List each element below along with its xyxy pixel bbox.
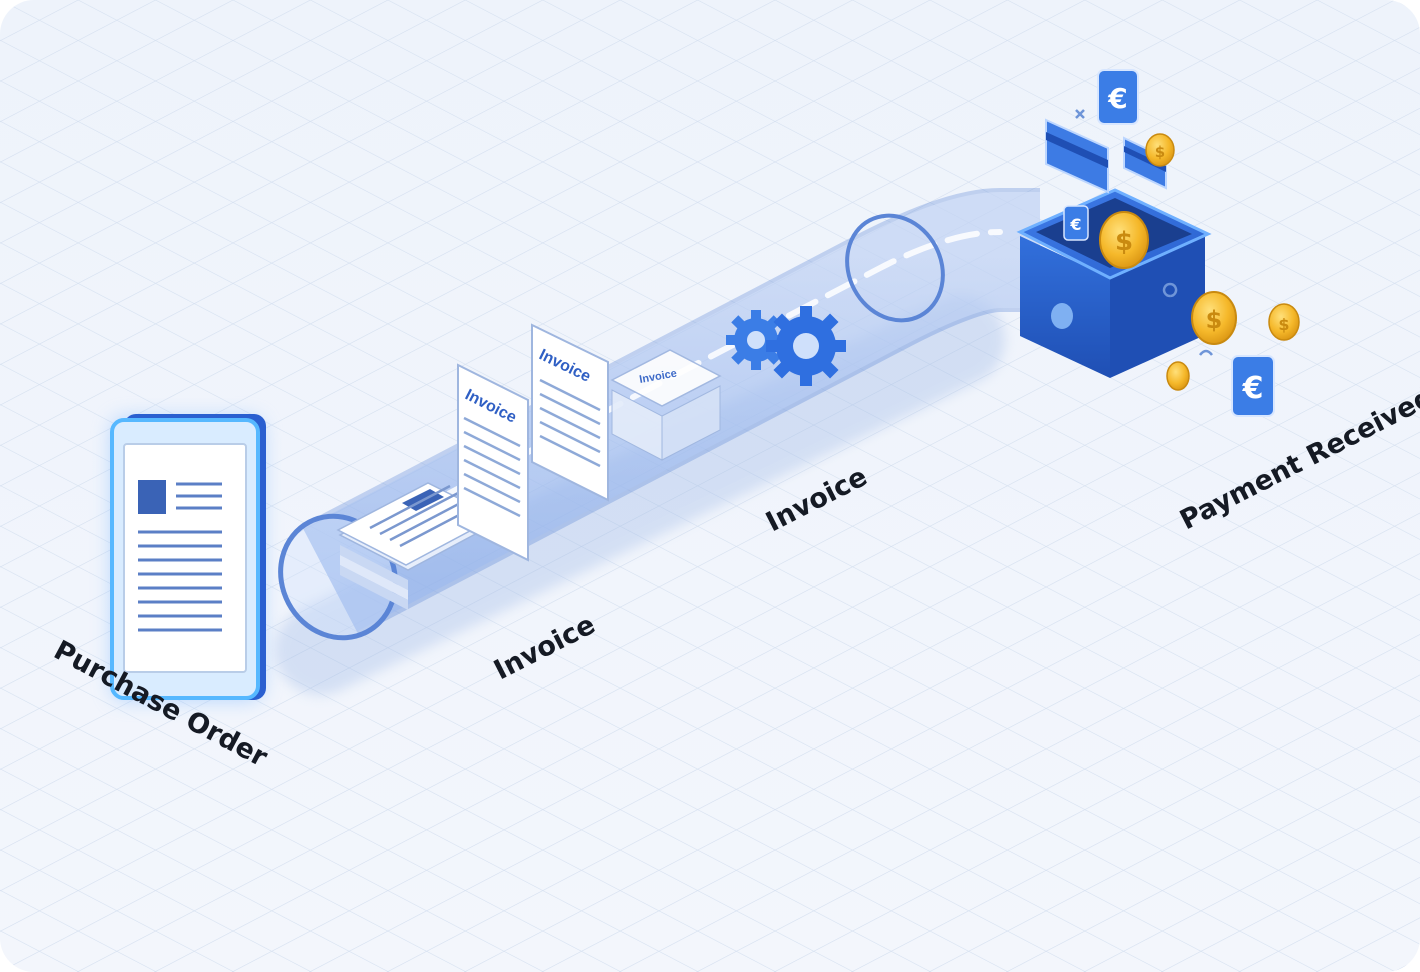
coin-icon: [1166, 361, 1190, 391]
svg-text:€: €: [1069, 215, 1081, 234]
euro-badge-icon: €: [1097, 69, 1139, 125]
wallet-clasp: [1051, 303, 1073, 329]
coin-icon: $: [1145, 133, 1175, 167]
gear-icon: [766, 306, 846, 386]
svg-text:$: $: [1115, 227, 1133, 257]
coin-icon: $: [1191, 291, 1237, 345]
invoice-sheet-1: Invoice: [457, 363, 529, 562]
tube-ring: [845, 213, 945, 323]
svg-text:$: $: [1206, 306, 1223, 334]
svg-text:€: €: [1107, 82, 1127, 115]
invoice-sheet-2: Invoice: [531, 323, 609, 502]
euro-badge-icon: €: [1231, 355, 1275, 417]
euro-badge-icon: €: [1063, 205, 1089, 241]
coin-icon: $: [1268, 303, 1300, 341]
invoice-sheet-3: Invoice: [610, 349, 722, 461]
coin-icon: $: [1099, 211, 1149, 269]
svg-text:$: $: [1278, 315, 1289, 334]
svg-text:€: €: [1242, 371, 1264, 406]
purchase-order-tablet: [110, 414, 266, 700]
credit-card-icon: [1045, 118, 1109, 194]
process-tube: [275, 188, 1040, 695]
svg-text:$: $: [1155, 143, 1165, 161]
sparkle-icon: [1075, 109, 1213, 356]
purchase-order-image-placeholder: [138, 480, 166, 514]
